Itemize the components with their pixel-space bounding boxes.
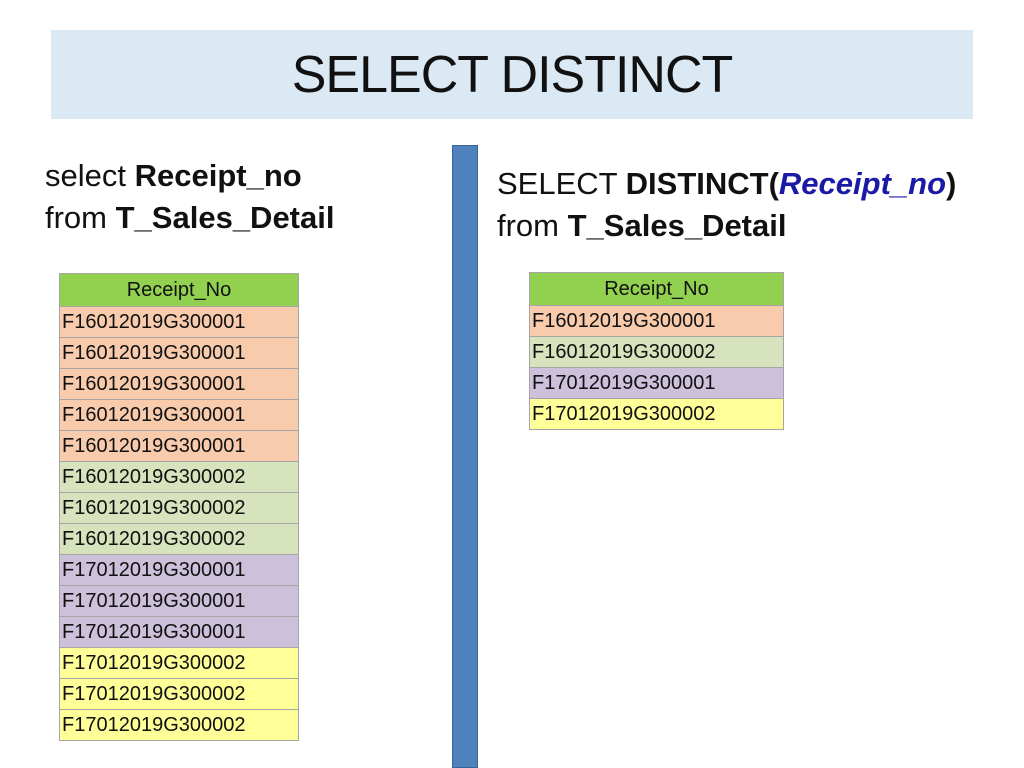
column-name: Receipt_no <box>134 158 302 193</box>
select-keyword: select <box>45 158 135 193</box>
table-row: F17012019G300001 <box>529 367 784 399</box>
table-row: F16012019G300001 <box>529 305 784 337</box>
table-row: F17012019G300002 <box>59 709 299 741</box>
from-keyword: from <box>497 208 568 243</box>
table-row: F16012019G300002 <box>59 492 299 524</box>
receipt-cell: F17012019G300002 <box>59 647 299 679</box>
receipt-cell: F16012019G300001 <box>59 337 299 369</box>
table-row: F17012019G300002 <box>529 398 784 430</box>
receipt-cell: F16012019G300001 <box>59 399 299 431</box>
receipt-cell: F17012019G300002 <box>529 398 784 430</box>
table-row: F16012019G300002 <box>59 461 299 493</box>
receipt-cell: F16012019G300002 <box>59 523 299 555</box>
receipt-cell: F16012019G300001 <box>59 306 299 338</box>
table-row: F16012019G300002 <box>529 336 784 368</box>
receipt-cell: F16012019G300001 <box>529 305 784 337</box>
table-row: F16012019G300001 <box>59 430 299 462</box>
left-query: select Receipt_no from T_Sales_Detail <box>45 155 334 239</box>
close-paren: ) <box>946 166 957 201</box>
receipt-cell: F17012019G300001 <box>59 554 299 586</box>
distinct-function: DISTINCT( <box>625 166 779 201</box>
table-name: T_Sales_Detail <box>567 208 787 243</box>
column-header: Receipt_No <box>529 272 784 306</box>
column-header: Receipt_No <box>59 273 299 307</box>
table-row: F17012019G300002 <box>59 678 299 710</box>
table-row: F16012019G300001 <box>59 368 299 400</box>
receipt-cell: F16012019G300001 <box>59 368 299 400</box>
table-row: F17012019G300002 <box>59 647 299 679</box>
receipt-cell: F16012019G300002 <box>529 336 784 368</box>
table-row: F17012019G300001 <box>59 585 299 617</box>
right-query: SELECT DISTINCT(Receipt_no) from T_Sales… <box>497 163 956 247</box>
table-row: F17012019G300001 <box>59 616 299 648</box>
table-row: F16012019G300001 <box>59 337 299 369</box>
slide-title: SELECT DISTINCT <box>291 45 734 104</box>
table-row: F16012019G300002 <box>59 523 299 555</box>
receipt-cell: F16012019G300001 <box>59 430 299 462</box>
select-keyword: SELECT <box>497 166 626 201</box>
table-row: F17012019G300001 <box>59 554 299 586</box>
receipt-cell: F16012019G300002 <box>59 461 299 493</box>
from-keyword: from <box>45 200 116 235</box>
table-row: F16012019G300001 <box>59 399 299 431</box>
receipt-cell: F17012019G300002 <box>59 678 299 710</box>
table-row: F16012019G300001 <box>59 306 299 338</box>
receipt-cell: F17012019G300002 <box>59 709 299 741</box>
column-name: Receipt_no <box>778 166 947 201</box>
receipt-cell: F17012019G300001 <box>529 367 784 399</box>
receipt-cell: F17012019G300001 <box>59 585 299 617</box>
title-banner: SELECT DISTINCT <box>51 30 973 119</box>
vertical-divider <box>452 145 478 768</box>
receipt-cell: F17012019G300001 <box>59 616 299 648</box>
receipt-cell: F16012019G300002 <box>59 492 299 524</box>
table-name: T_Sales_Detail <box>115 200 335 235</box>
